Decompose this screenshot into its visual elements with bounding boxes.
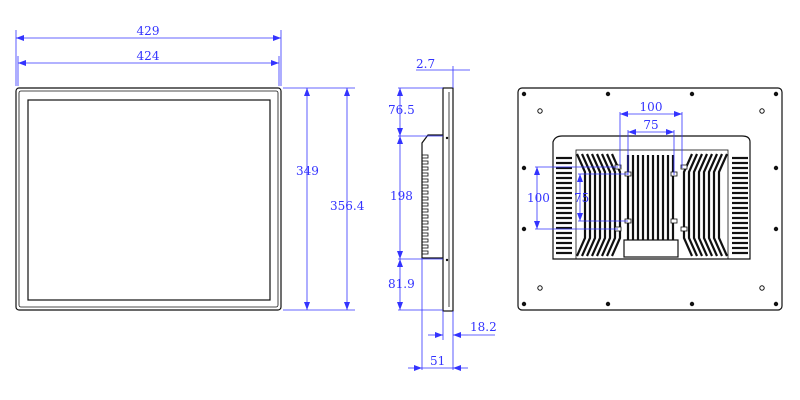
dim-vesa-outer-h: 100	[640, 100, 663, 114]
dim-bezel-depth: 2.7	[416, 57, 435, 71]
dim-vesa-inner-h: 75	[643, 118, 658, 132]
screen-area	[27, 99, 271, 301]
mount-hole	[759, 108, 765, 114]
screw-hole	[773, 301, 779, 307]
side-view: 2.7 76.5 198 81.9 18.2 51	[388, 57, 497, 371]
mount-hole	[537, 285, 543, 291]
dim-vesa-inner-v: 75	[574, 191, 589, 205]
front-view: 429 424 349 356.4	[15, 24, 365, 311]
dim-screen-height: 349	[296, 164, 319, 178]
side-panel	[442, 87, 454, 312]
vesa-hole	[680, 226, 688, 232]
dim-top-offset: 76.5	[388, 103, 415, 117]
dim-overall-height: 356.4	[330, 199, 365, 213]
dim-panel-depth: 18.2	[470, 320, 497, 334]
dim-overall-width: 429	[137, 24, 160, 38]
screw-hole	[773, 91, 779, 97]
vesa-hole	[680, 164, 688, 170]
back-view: 100 75 100 75	[517, 87, 783, 311]
dim-housing-height: 198	[390, 189, 413, 203]
screw-hole	[521, 165, 527, 171]
screw-hole	[689, 301, 695, 307]
screw-hole	[521, 301, 527, 307]
dim-bezel-width: 424	[137, 49, 160, 63]
mount-hole	[537, 108, 543, 114]
front-bezel	[15, 87, 282, 311]
dim-bottom-offset: 81.9	[388, 277, 415, 291]
side-housing	[421, 134, 443, 259]
heatsink	[552, 135, 751, 260]
io-cover	[623, 239, 679, 258]
screw-hole	[689, 91, 695, 97]
back-panel	[517, 87, 783, 311]
dim-vesa-outer-v: 100	[527, 191, 550, 205]
screw-hole	[521, 91, 527, 97]
vesa-hole	[670, 218, 678, 224]
screw-hole	[605, 91, 611, 97]
dim-total-depth: 51	[430, 354, 445, 368]
screw-hole	[773, 165, 779, 171]
screw-hole	[773, 226, 779, 232]
screw-hole	[605, 301, 611, 307]
screw-hole	[521, 226, 527, 232]
mount-hole	[759, 285, 765, 291]
